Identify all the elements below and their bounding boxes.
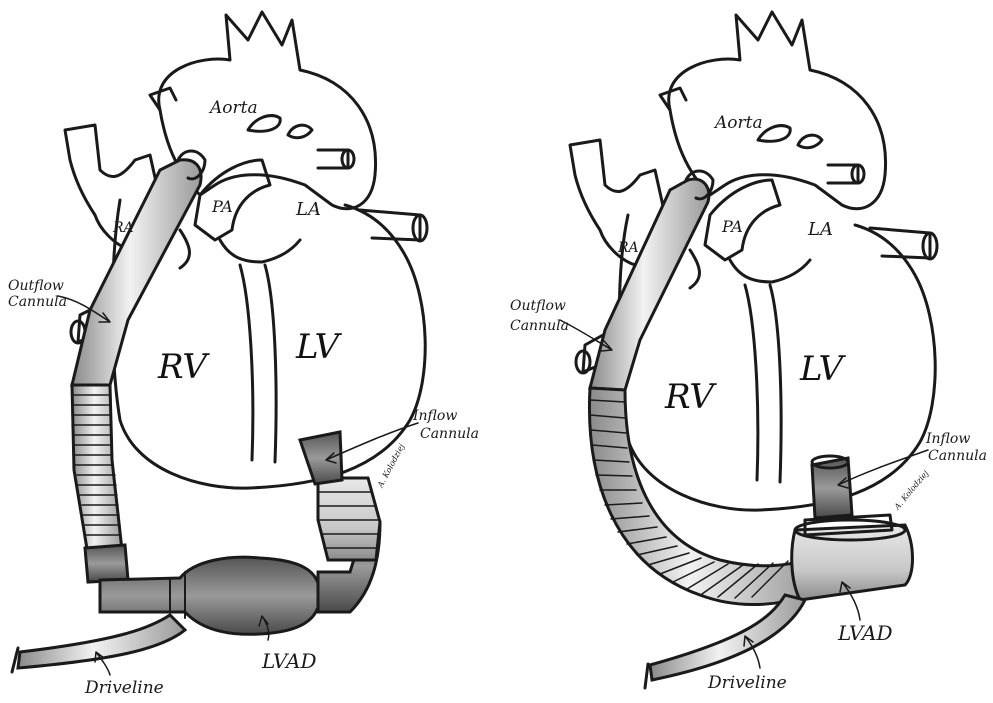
label-aorta: Aorta [713, 113, 763, 133]
label-pa: PA [211, 197, 233, 216]
signature: A. Kolodziej [375, 442, 406, 490]
label-lvad: LVAD [261, 649, 316, 673]
outflow-cannula [590, 179, 709, 390]
label-rv: RV [157, 347, 210, 387]
label-outflow-2: Cannula [8, 294, 67, 310]
aorta-branches [660, 88, 686, 110]
label-inflow-1: Inflow [412, 408, 457, 424]
driveline [650, 595, 805, 680]
label-la: LA [295, 199, 321, 220]
label-inflow-2: Cannula [420, 426, 479, 442]
lvad-pump [100, 557, 320, 634]
aortic-opening-2 [798, 135, 822, 148]
label-la: LA [807, 219, 833, 240]
label-aorta: Aorta [208, 98, 258, 118]
label-outflow-1: Outflow [8, 278, 64, 294]
inflow-cannula [300, 432, 342, 484]
outflow-graft [72, 385, 122, 555]
label-ra: RA [112, 220, 134, 236]
label-driveline: Driveline [84, 678, 164, 698]
driveline-end [645, 664, 648, 688]
label-rv: RV [664, 377, 717, 417]
aortic-opening-1 [758, 126, 790, 142]
aorta-branches [150, 88, 176, 110]
label-inflow-2: Cannula [928, 448, 987, 464]
graft-connector [85, 545, 128, 582]
septum [745, 285, 781, 482]
label-ra: RA [617, 240, 639, 256]
left-panel: Aorta PA LA RA RV LV Outflow Cannula Inf… [8, 12, 479, 698]
label-driveline: Driveline [707, 673, 787, 693]
label-pa: PA [721, 217, 743, 236]
outflow-graft [589, 388, 812, 604]
right-panel: Aorta PA LA RA RV LV Outflow Cannula Inf… [510, 12, 987, 693]
label-outflow-1: Outflow [510, 298, 566, 314]
label-lv: LV [799, 349, 847, 389]
label-outflow-2: Cannula [510, 318, 569, 334]
label-lvad: LVAD [837, 621, 892, 645]
septum [240, 265, 276, 462]
signature: A. Kolodziej [892, 468, 931, 512]
label-lv: LV [295, 327, 343, 367]
valve-left [690, 250, 810, 288]
aortic-opening-2 [288, 125, 312, 138]
label-inflow-1: Inflow [925, 431, 970, 447]
valve-left [180, 230, 300, 268]
